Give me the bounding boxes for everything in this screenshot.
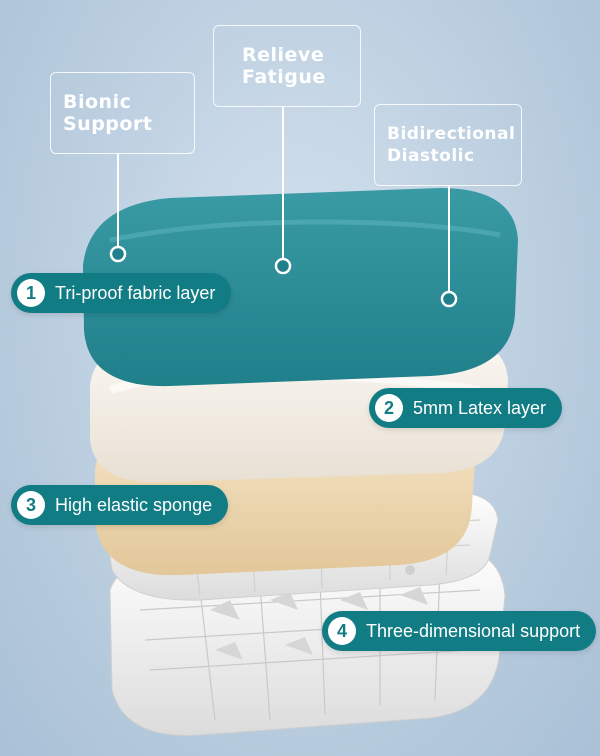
- callout-line: Diastolic: [387, 146, 475, 166]
- callout-bionic-support: Bionic Support: [50, 72, 195, 154]
- layer-label-text: Three-dimensional support: [366, 620, 581, 641]
- callout-line: Relieve: [242, 44, 325, 66]
- layer-label-4: 4 Three-dimensional support: [322, 611, 597, 651]
- callout-connectors: [117, 106, 450, 292]
- fabric-layer: [83, 188, 518, 387]
- callout-bidirectional-diastolic: Bidirectional Diastolic: [374, 104, 522, 186]
- layer-label-text: 5mm Latex layer: [413, 397, 547, 418]
- layer-label-1: 1 Tri-proof fabric layer: [11, 273, 232, 313]
- callout-relieve-fatigue: Relieve Fatigue: [213, 25, 361, 107]
- connector-dot-relieve: [274, 257, 292, 275]
- layer-label-3: 3 High elastic sponge: [11, 485, 229, 525]
- layer-label-text: High elastic sponge: [55, 494, 213, 515]
- layer-label-2: 2 5mm Latex layer: [369, 388, 563, 428]
- callout-line: Bidirectional: [387, 124, 516, 144]
- layer-number-badge: 3: [17, 491, 45, 519]
- layer-label-text: Tri-proof fabric layer: [55, 282, 216, 303]
- layer-number-badge: 1: [17, 279, 45, 307]
- callout-line: Support: [63, 113, 153, 135]
- layer-number-badge: 4: [328, 617, 356, 645]
- connector-dot-bionic: [109, 245, 127, 263]
- callout-line: Fatigue: [242, 66, 326, 88]
- callout-line: Bionic: [63, 91, 132, 113]
- connector-dot-bidirectional: [440, 290, 458, 308]
- layer-number-badge: 2: [375, 394, 403, 422]
